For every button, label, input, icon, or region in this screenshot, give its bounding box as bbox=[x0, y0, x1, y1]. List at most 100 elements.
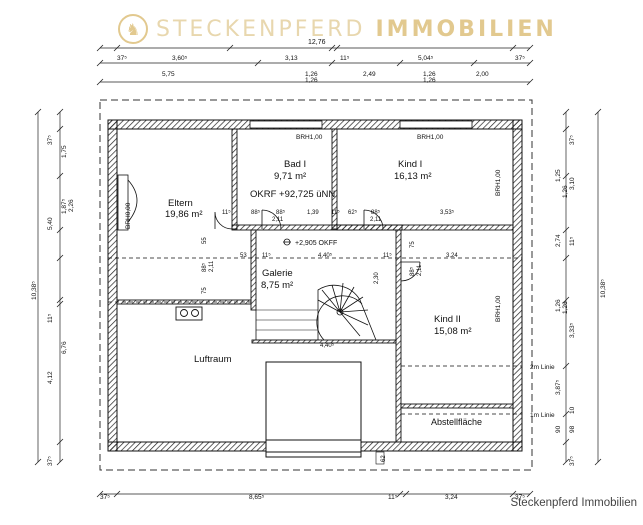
dim-inner-a: 11⁵ bbox=[222, 209, 231, 216]
dimension-tick bbox=[96, 59, 104, 67]
dimension-tick bbox=[254, 59, 262, 67]
dimension-tick bbox=[526, 490, 534, 498]
dim-inner-h: 3,53⁵ bbox=[440, 209, 455, 216]
dim-right-inner-3: 11⁵ bbox=[569, 236, 576, 246]
dimension-tick bbox=[594, 108, 602, 116]
dim-left-6: 4,12 bbox=[47, 371, 54, 384]
dim-top-r2b-1: 1,26 bbox=[423, 77, 436, 84]
dimension-tick bbox=[56, 108, 64, 116]
dimension-tick bbox=[396, 59, 404, 67]
brand-name: STECKENPFERD IMMOBILIEN bbox=[156, 17, 557, 42]
dimension-tick bbox=[56, 296, 64, 304]
interior-walls bbox=[116, 128, 514, 443]
dimension-tick bbox=[562, 296, 570, 304]
dimension-ticks bbox=[34, 44, 602, 498]
top-windows bbox=[249, 120, 473, 129]
brh-kind1-side: BRH1,00 bbox=[495, 169, 502, 196]
dim-bottom-1: 8,65⁵ bbox=[249, 494, 265, 501]
dim-top-r2b-0: 1,26 bbox=[305, 77, 318, 84]
dim-inner-v4: 2,30 bbox=[374, 272, 380, 284]
dim-inner-g3: 4,40⁵ bbox=[318, 252, 333, 259]
dimension-tick bbox=[96, 78, 104, 86]
dim-top-r1-1: 3,60⁵ bbox=[172, 55, 188, 62]
dimension-tick bbox=[562, 226, 570, 234]
dim-inner-v2: 88⁵ bbox=[201, 262, 208, 272]
dim-top-r1-4: 5,04⁵ bbox=[418, 55, 434, 62]
dim-inner-g1: 53 bbox=[240, 253, 247, 259]
brand-name-bold: IMMOBILIEN bbox=[375, 16, 557, 42]
dimension-tick bbox=[526, 44, 534, 52]
dimension-tick bbox=[56, 254, 64, 262]
dimension-tick bbox=[509, 44, 517, 52]
dimension-tick bbox=[226, 44, 234, 52]
dimension-tick bbox=[328, 59, 336, 67]
dimension-tick bbox=[56, 226, 64, 234]
horse-logo-icon: ♞ bbox=[118, 14, 148, 44]
dim-inner-g2: 11⁵ bbox=[262, 252, 271, 259]
room-bad-area: 9,71 m² bbox=[274, 171, 306, 182]
dimension-tick bbox=[594, 458, 602, 466]
dim-bottom-3: 3,24 bbox=[445, 494, 458, 501]
eltern-window bbox=[117, 174, 129, 231]
dimension-tick bbox=[470, 59, 478, 67]
dim-bottom-0: 37⁵ bbox=[100, 494, 110, 501]
dim-top-r2-2: 2,49 bbox=[363, 71, 376, 78]
doors bbox=[214, 209, 421, 282]
dim-right-inner-4: 1,26 bbox=[555, 299, 562, 312]
dim-inner-v7: 2,11 bbox=[417, 264, 423, 276]
dimension-tick bbox=[562, 362, 570, 370]
dimension-tick bbox=[328, 44, 336, 52]
dim-right-inner-1: 1,26 bbox=[562, 185, 569, 198]
okff-marker bbox=[283, 238, 291, 246]
brh-kind1-top: BRH1,00 bbox=[417, 134, 444, 141]
okff-level: +2,905 OKFF bbox=[295, 240, 337, 247]
dim-bottom-2: 11⁵ bbox=[388, 494, 398, 501]
dimension-tick bbox=[562, 108, 570, 116]
dimension-tick bbox=[56, 438, 64, 446]
brh-eltern: BRH0,00 bbox=[125, 202, 132, 229]
room-kind2-area: 15,08 m² bbox=[434, 326, 472, 337]
dimension-tick bbox=[56, 172, 64, 180]
dim-inner-o1: 2,11 bbox=[272, 217, 284, 223]
dim-inner-f: 62⁵ bbox=[348, 209, 358, 216]
dim-inner-b: 88⁵ bbox=[251, 209, 261, 216]
dim-inner-v1: 55 bbox=[202, 237, 208, 244]
dim-inner-d: 1,39 bbox=[307, 210, 319, 216]
dim-inner-v3: 2,11 bbox=[209, 260, 215, 272]
dimension-tick bbox=[509, 490, 517, 498]
dimension-tick bbox=[562, 410, 570, 418]
dim-right-inner-9: 98 bbox=[569, 425, 576, 433]
dimension-lines bbox=[37, 47, 599, 495]
room-kind1-area: 16,13 m² bbox=[394, 171, 432, 182]
dim-left-inner-1: 2,26 bbox=[68, 199, 75, 212]
dim-right-4: 37⁵ bbox=[569, 456, 576, 466]
brand-name-light: STECKENPFERD bbox=[156, 16, 376, 42]
line-1m-label: 1m Linie bbox=[530, 412, 555, 419]
room-galerie-area: 8,75 m² bbox=[261, 280, 293, 291]
dimension-tick bbox=[56, 300, 64, 308]
dimension-tick bbox=[526, 59, 534, 67]
dim-left-inner-0: 1,87⁵ bbox=[61, 198, 68, 214]
dim-left-1: 1,75 bbox=[61, 145, 68, 158]
room-galerie-name: Galerie bbox=[262, 268, 293, 279]
room-bad-name: Bad I bbox=[284, 159, 306, 170]
dim-right-2: 10,38⁵ bbox=[600, 279, 607, 298]
opening-jamb bbox=[375, 451, 385, 465]
dim-right-3: 3,33⁵ bbox=[569, 322, 576, 338]
washbasin bbox=[175, 306, 203, 321]
dim-bottom-4: 37⁵ bbox=[515, 494, 525, 501]
dimension-tick bbox=[113, 490, 121, 498]
room-eltern-name: Eltern bbox=[168, 198, 193, 209]
dim-top-r1-2: 3,13 bbox=[285, 55, 298, 62]
room-kind1-name: Kind I bbox=[398, 159, 422, 170]
dimension-tick bbox=[402, 490, 410, 498]
spiral-staircase bbox=[255, 282, 377, 341]
watermark: Steckenpferd Immobilien bbox=[510, 497, 637, 509]
dimension-tick bbox=[396, 490, 404, 498]
dimension-tick bbox=[56, 125, 64, 133]
dim-inner-o2: 2,11 bbox=[370, 217, 382, 223]
line-2m-label: 2m Linie bbox=[530, 364, 555, 371]
dim-right-1: 3,10 bbox=[569, 177, 576, 190]
dim-top-r1-0: 37⁵ bbox=[117, 55, 127, 62]
